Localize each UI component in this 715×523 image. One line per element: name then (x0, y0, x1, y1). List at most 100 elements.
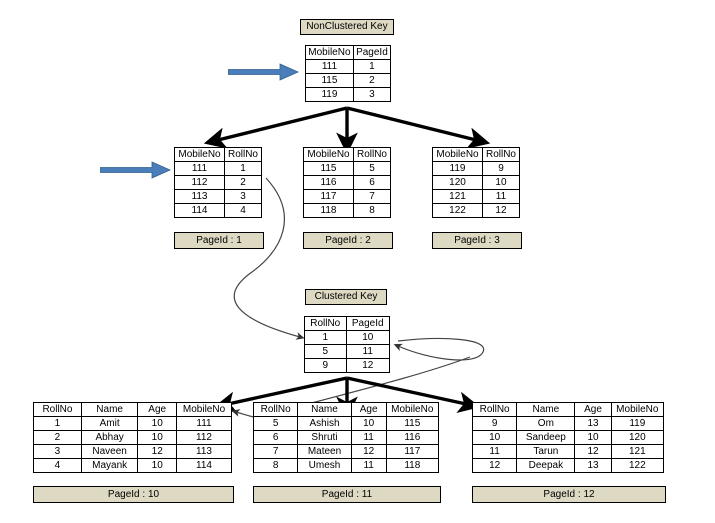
cell: Shruti (297, 430, 352, 445)
table-row: 2 Abhay 10 112 (33, 430, 232, 445)
page-id-bar-2: PageId : 2 (303, 232, 393, 249)
table-row: 119 3 (305, 87, 392, 102)
table-row: 114 4 (174, 203, 263, 218)
table-row: 5 Ashish 10 115 (252, 416, 440, 431)
cell: 10 (137, 416, 178, 431)
cell: 1 (33, 416, 82, 431)
cell: 117 (385, 444, 440, 459)
clustered-data-table-11: RollNo Name Age MobileNo 5 Ashish 10 115… (252, 402, 440, 473)
nonclustered-leaf-table-2: MobileNo RollNo 115 5 116 6 117 7 118 8 (303, 147, 392, 218)
cell: 115 (303, 161, 354, 176)
table-header-row: RollNo PageId (304, 316, 390, 331)
column-header: Name (516, 402, 576, 417)
table-row: 1 Amit 10 111 (33, 416, 232, 431)
cell: 112 (174, 175, 225, 190)
cell: 11 (350, 458, 387, 473)
cell: 120 (432, 175, 483, 190)
table-row: 9 Om 13 119 (471, 416, 665, 431)
cell: Amit (80, 416, 139, 431)
table-row: 122 12 (432, 203, 521, 218)
column-header: RollNo (252, 402, 299, 417)
cell: 116 (303, 175, 354, 190)
blue-pointer-arrow-left (100, 161, 171, 179)
cell: 118 (303, 203, 354, 218)
table-row: 116 6 (303, 175, 392, 190)
cell: 8 (352, 203, 392, 218)
page-id-bar-3: PageId : 3 (432, 232, 522, 249)
table-row: 11 Tarun 12 121 (471, 444, 665, 459)
table-row: 111 1 (174, 161, 263, 176)
clustered-data-table-12: RollNo Name Age MobileNo 9 Om 13 119 10 … (471, 402, 665, 473)
cell: 11 (345, 344, 390, 359)
column-header: Age (350, 402, 387, 417)
cell: Ashish (297, 416, 352, 431)
column-header: MobileNo (305, 45, 354, 60)
cell: 113 (174, 189, 225, 204)
cell: 10 (137, 458, 178, 473)
nonclustered-root-table: MobileNo PageId 111 1 115 2 119 3 (305, 45, 392, 102)
table-row: 112 2 (174, 175, 263, 190)
cell: 12 (471, 458, 518, 473)
cell: 10 (345, 330, 390, 345)
clustered-root-table: RollNo PageId 1 10 5 11 9 12 (304, 316, 390, 373)
edge-loop-to-clustered-root (393, 337, 485, 361)
table-row: 111 1 (305, 59, 392, 74)
cell: 9 (471, 416, 518, 431)
table-header-row: RollNo Name Age MobileNo (471, 402, 665, 417)
cell: 4 (33, 458, 82, 473)
cell: 115 (305, 73, 354, 88)
edge-clustered-root-to-data-1 (213, 376, 348, 414)
table-row: 10 Sandeep 10 120 (471, 430, 665, 445)
cell: 122 (432, 203, 483, 218)
cell: 12 (350, 444, 387, 459)
cell: 111 (176, 416, 232, 431)
column-header: Name (80, 402, 139, 417)
page-id-bar-10: PageId : 10 (33, 486, 234, 503)
column-header: RollNo (352, 147, 392, 162)
table-row: 7 Mateen 12 117 (252, 444, 440, 459)
cell: Naveen (80, 444, 139, 459)
table-header-row: MobileNo PageId (305, 45, 392, 60)
cell: 2 (33, 430, 82, 445)
cell: 1 (223, 161, 263, 176)
column-header: RollNo (471, 402, 518, 417)
table-header-row: RollNo Name Age MobileNo (33, 402, 232, 417)
cell: 4 (223, 203, 263, 218)
column-header: MobileNo (174, 147, 225, 162)
column-header: MobileNo (432, 147, 483, 162)
cell: Abhay (80, 430, 139, 445)
table-row: 117 7 (303, 189, 392, 204)
cell: 10 (574, 430, 612, 445)
column-header: MobileNo (176, 402, 232, 417)
page-id-bar-12: PageId : 12 (472, 486, 666, 503)
clustered-key-label: Clustered Key (305, 289, 387, 305)
cell: 118 (385, 458, 440, 473)
cell: 3 (33, 444, 82, 459)
cell: 12 (481, 203, 521, 218)
table-row: 9 12 (304, 358, 390, 373)
cell: 119 (432, 161, 483, 176)
table-row: 6 Shruti 11 116 (252, 430, 440, 445)
nonclustered-leaf-table-1: MobileNo RollNo 111 1 112 2 113 3 114 4 (174, 147, 263, 218)
cell: 12 (574, 444, 612, 459)
table-row: 119 9 (432, 161, 521, 176)
cell: 12 (137, 444, 178, 459)
table-header-row: MobileNo RollNo (303, 147, 392, 162)
cell: 111 (174, 161, 225, 176)
cell: 11 (471, 444, 518, 459)
column-header: PageId (345, 316, 390, 331)
column-header: MobileNo (610, 402, 665, 417)
table-header-row: MobileNo RollNo (174, 147, 263, 162)
nonclustered-leaf-table-3: MobileNo RollNo 119 9 120 10 121 11 122 … (432, 147, 521, 218)
column-header: MobileNo (385, 402, 440, 417)
table-row: 1 10 (304, 330, 390, 345)
column-header: PageId (352, 45, 392, 60)
cell: Tarun (516, 444, 576, 459)
cell: Mayank (80, 458, 139, 473)
table-header-row: RollNo Name Age MobileNo (252, 402, 440, 417)
cell: Om (516, 416, 576, 431)
column-header: Age (574, 402, 612, 417)
cell: 5 (352, 161, 392, 176)
cell: Umesh (297, 458, 352, 473)
